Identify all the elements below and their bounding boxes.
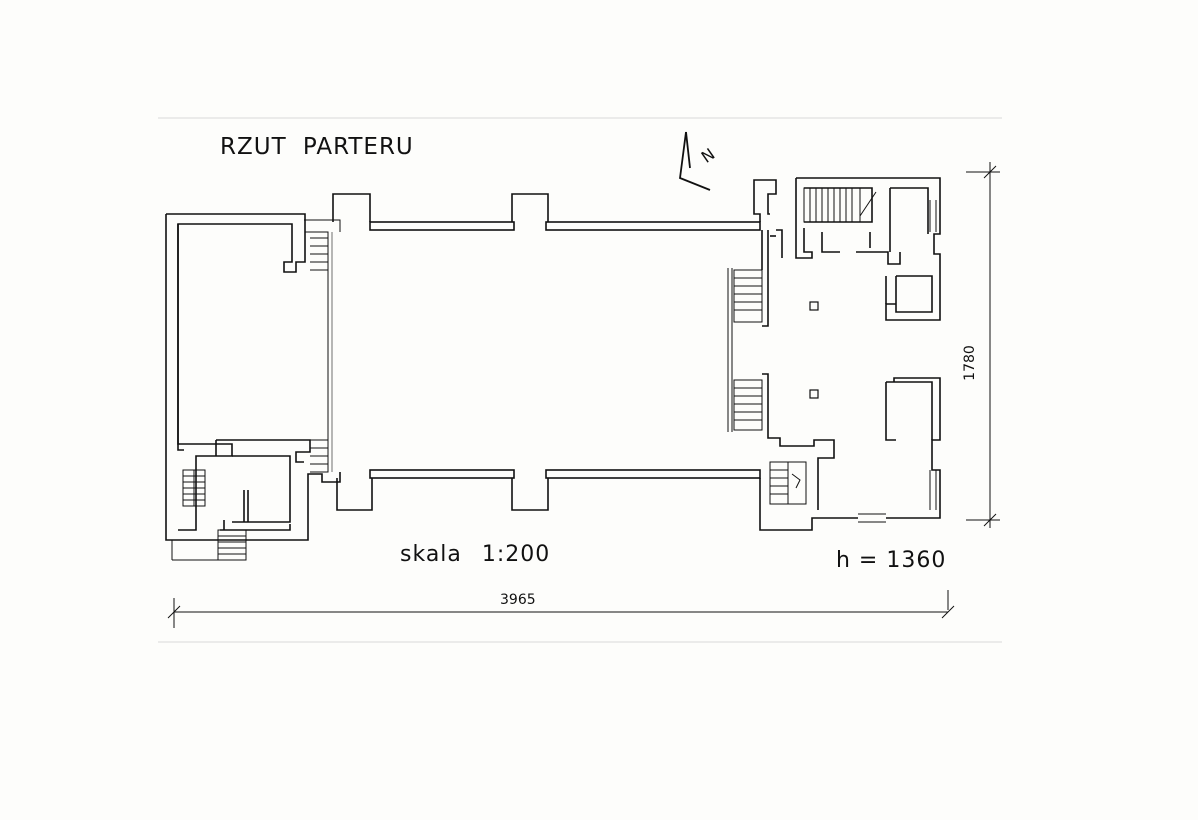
- entrance-steps-left: [171, 529, 247, 561]
- width-dimension-label: 3965: [500, 592, 536, 608]
- central-hall: [327, 193, 761, 511]
- sheet-frame: [158, 117, 1002, 643]
- dimension-line-width: [167, 590, 955, 628]
- drawing-title: RZUT PARTERU: [220, 134, 414, 160]
- stage-stairs: [733, 269, 763, 431]
- stair-right-bottom: [769, 461, 807, 505]
- stair-left-bottom: [182, 469, 206, 507]
- height-label: h = 1360: [836, 548, 947, 573]
- depth-dimension-label: 1780: [961, 345, 978, 381]
- right-wing: [753, 177, 941, 531]
- stair-left-middle: [310, 439, 329, 473]
- north-arrow-icon: [679, 131, 711, 191]
- stair-right-top: [803, 187, 877, 223]
- right-windows: [858, 200, 937, 523]
- scale-label: skala 1:200: [400, 542, 551, 567]
- dimension-line-depth: [966, 162, 1000, 528]
- stair-left-top: [304, 219, 341, 271]
- left-wing: [165, 213, 341, 561]
